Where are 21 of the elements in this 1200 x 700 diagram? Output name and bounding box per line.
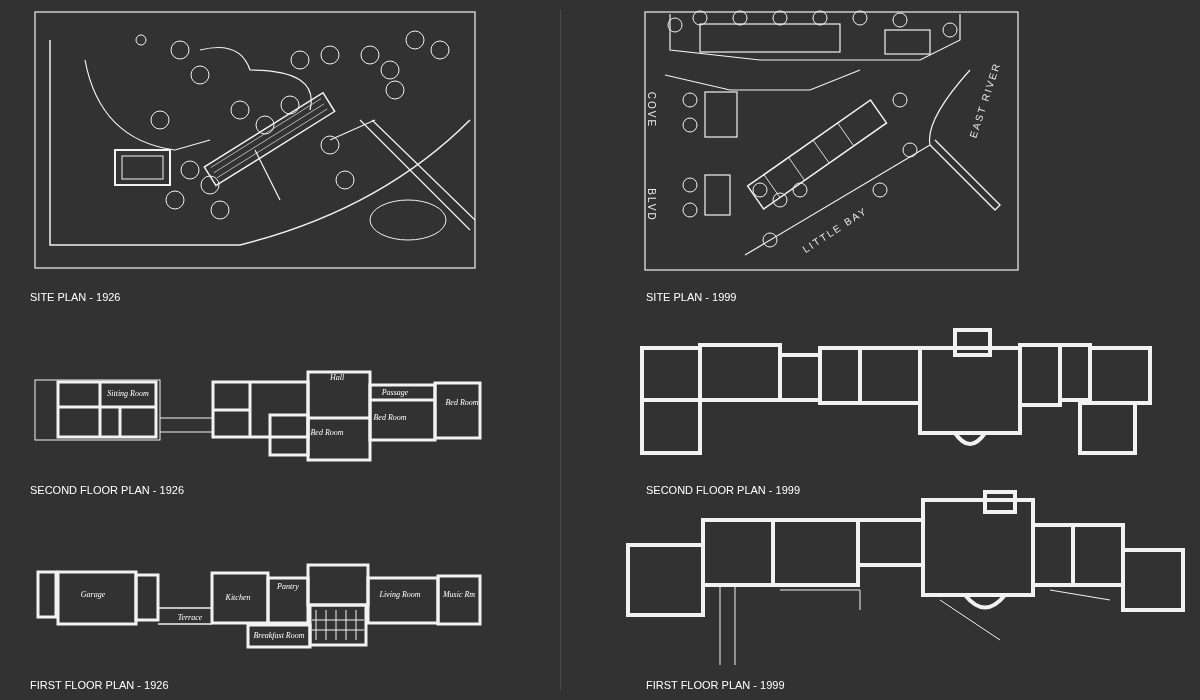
plan-caption: FIRST FLOOR PLAN - 1926 [30, 677, 169, 693]
room-label: Bed Room [373, 412, 407, 424]
room-label: Hall [329, 372, 345, 384]
place-label: BLVD [644, 188, 658, 222]
room-label: Bed Room [445, 397, 479, 409]
plan-caption: SITE PLAN - 1926 [30, 289, 121, 305]
plan-caption: FIRST FLOOR PLAN - 1999 [646, 677, 785, 693]
plan-caption: SECOND FLOOR PLAN - 1999 [646, 482, 801, 498]
room-label: Garage [80, 589, 106, 601]
room-label: Pantry [277, 581, 299, 593]
room-label: Passage [381, 387, 409, 399]
plan-caption: SECOND FLOOR PLAN - 1926 [30, 482, 185, 498]
room-label: Music Rm [442, 589, 476, 601]
room-label: Sitting Room [107, 388, 149, 400]
plan-caption: SITE PLAN - 1999 [646, 289, 737, 305]
room-label: Bed Room [310, 427, 344, 439]
room-label: Breakfast Room [253, 630, 305, 642]
room-label: Living Room [379, 589, 421, 601]
room-label: Kitchen [225, 592, 251, 604]
room-label: Terrace [177, 612, 203, 624]
place-label: COVE [644, 91, 658, 129]
